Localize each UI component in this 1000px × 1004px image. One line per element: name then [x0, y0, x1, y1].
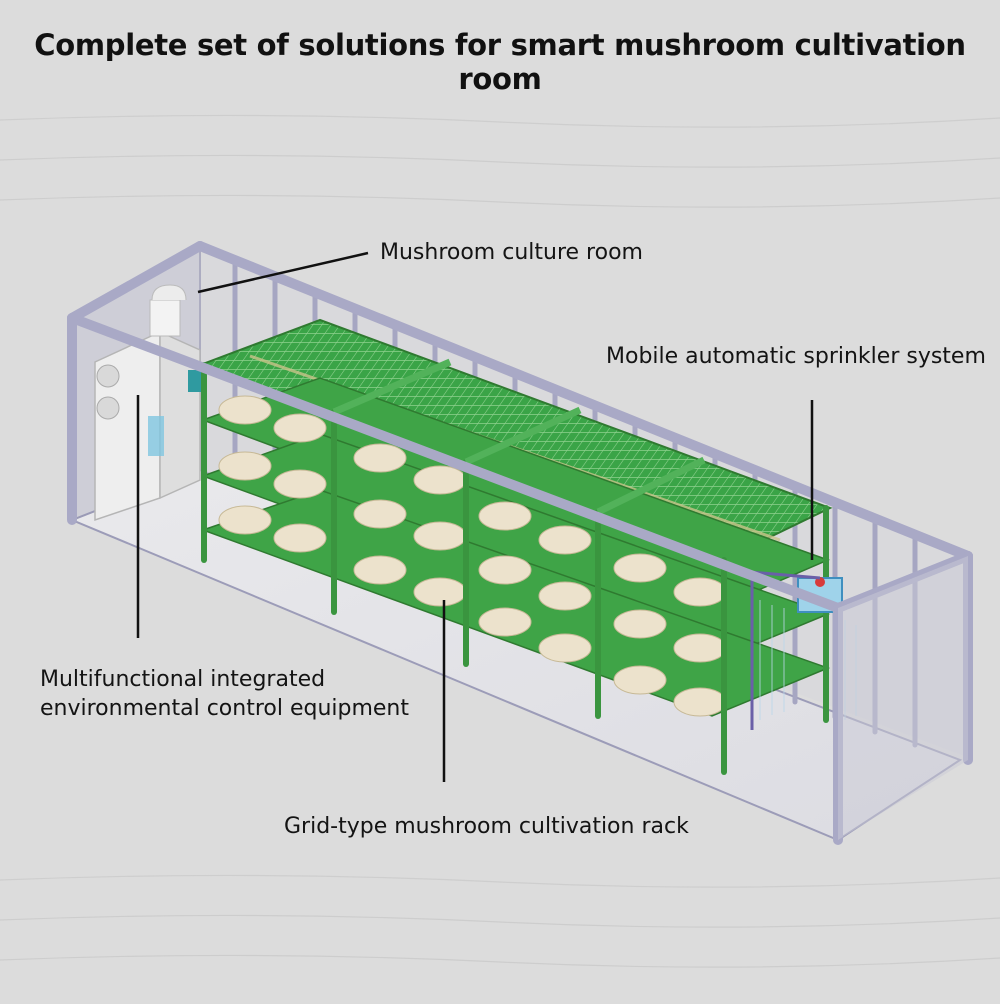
- label-cultivation-rack: Grid-type mushroom cultivation rack: [284, 814, 689, 839]
- leader-culture-room: [197, 251, 369, 294]
- background-wave-lines: [0, 114, 1000, 968]
- label-env-control-line1: Multifunctional integrated: [40, 667, 326, 692]
- label-env-control-line2: environmental control equipment: [40, 696, 410, 721]
- rack-posts: [201, 362, 829, 775]
- leader-lines: [136, 251, 814, 782]
- environmental-control-unit: [94, 284, 202, 522]
- container-right-end-wall: [838, 556, 968, 840]
- label-culture-room: Mushroom culture room: [380, 240, 643, 265]
- label-sprinkler-system: Mobile automatic sprinkler system: [606, 344, 986, 369]
- rack-cross-beams: [332, 358, 706, 516]
- label-env-control: Multifunctional integrated environmental…: [40, 665, 460, 723]
- cultivation-rack: [197, 318, 833, 775]
- page-title: Complete set of solutions for smart mush…: [34, 28, 966, 96]
- mushroom-clusters: [218, 395, 727, 717]
